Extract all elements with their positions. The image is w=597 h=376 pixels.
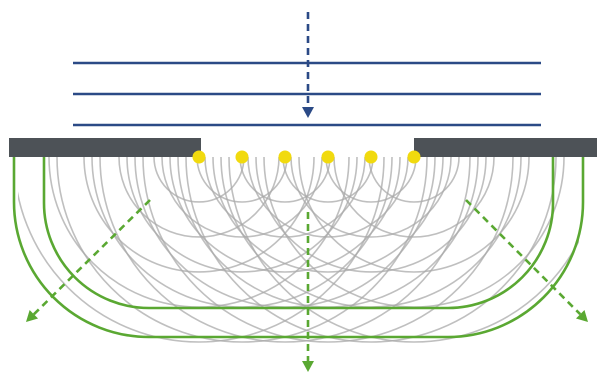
wavelet-3-5 xyxy=(99,157,471,343)
wavelet-5-1 xyxy=(325,157,417,203)
point-source-1 xyxy=(192,150,206,164)
wavelet-4-1 xyxy=(282,157,374,203)
point-source-3 xyxy=(278,150,292,164)
arrow-incident-down-head xyxy=(302,107,314,118)
secondary-wavelets xyxy=(18,157,579,343)
arrow-outgoing-left-head xyxy=(26,310,39,322)
point-source-2 xyxy=(235,150,249,164)
wavelet-3-1 xyxy=(239,157,331,203)
arrow-incident-down xyxy=(302,12,314,118)
wavelet-1-3 xyxy=(83,157,315,273)
right-barrier xyxy=(414,138,597,157)
envelope-wavefront-1 xyxy=(42,157,555,310)
wavelet-5-5 xyxy=(185,157,557,343)
left-barrier xyxy=(9,138,201,157)
wavelet-1-5 xyxy=(18,157,385,343)
arrow-outgoing-down xyxy=(302,212,314,372)
slit-barrier xyxy=(9,138,597,157)
wavelet-2-3 xyxy=(126,157,358,273)
diffracted-wavefronts xyxy=(12,157,585,339)
wavelet-2-5 xyxy=(56,157,428,343)
point-sources xyxy=(192,150,421,164)
wavelet-6-1 xyxy=(368,157,460,203)
wavelet-6-2 xyxy=(333,157,495,238)
wavelet-4-5 xyxy=(142,157,514,343)
arrow-outgoing-down-head xyxy=(302,361,314,372)
wavelet-6-3 xyxy=(298,157,530,273)
wavelet-4-3 xyxy=(212,157,444,273)
wavelet-1-1 xyxy=(153,157,245,203)
wavelet-3-3 xyxy=(169,157,401,273)
arrow-outgoing-right xyxy=(465,199,588,322)
arrow-outgoing-right-shaft xyxy=(465,199,582,316)
envelope-wavefront-2 xyxy=(12,157,585,339)
arrow-outgoing-right-head xyxy=(575,309,588,322)
point-source-6 xyxy=(407,150,421,164)
arrow-outgoing-left xyxy=(26,199,151,322)
propagation-arrows xyxy=(26,12,588,372)
point-source-4 xyxy=(321,150,335,164)
wavelet-5-3 xyxy=(255,157,487,273)
point-source-5 xyxy=(364,150,378,164)
wavelet-2-1 xyxy=(196,157,288,203)
arrow-outgoing-left-shaft xyxy=(32,199,151,316)
